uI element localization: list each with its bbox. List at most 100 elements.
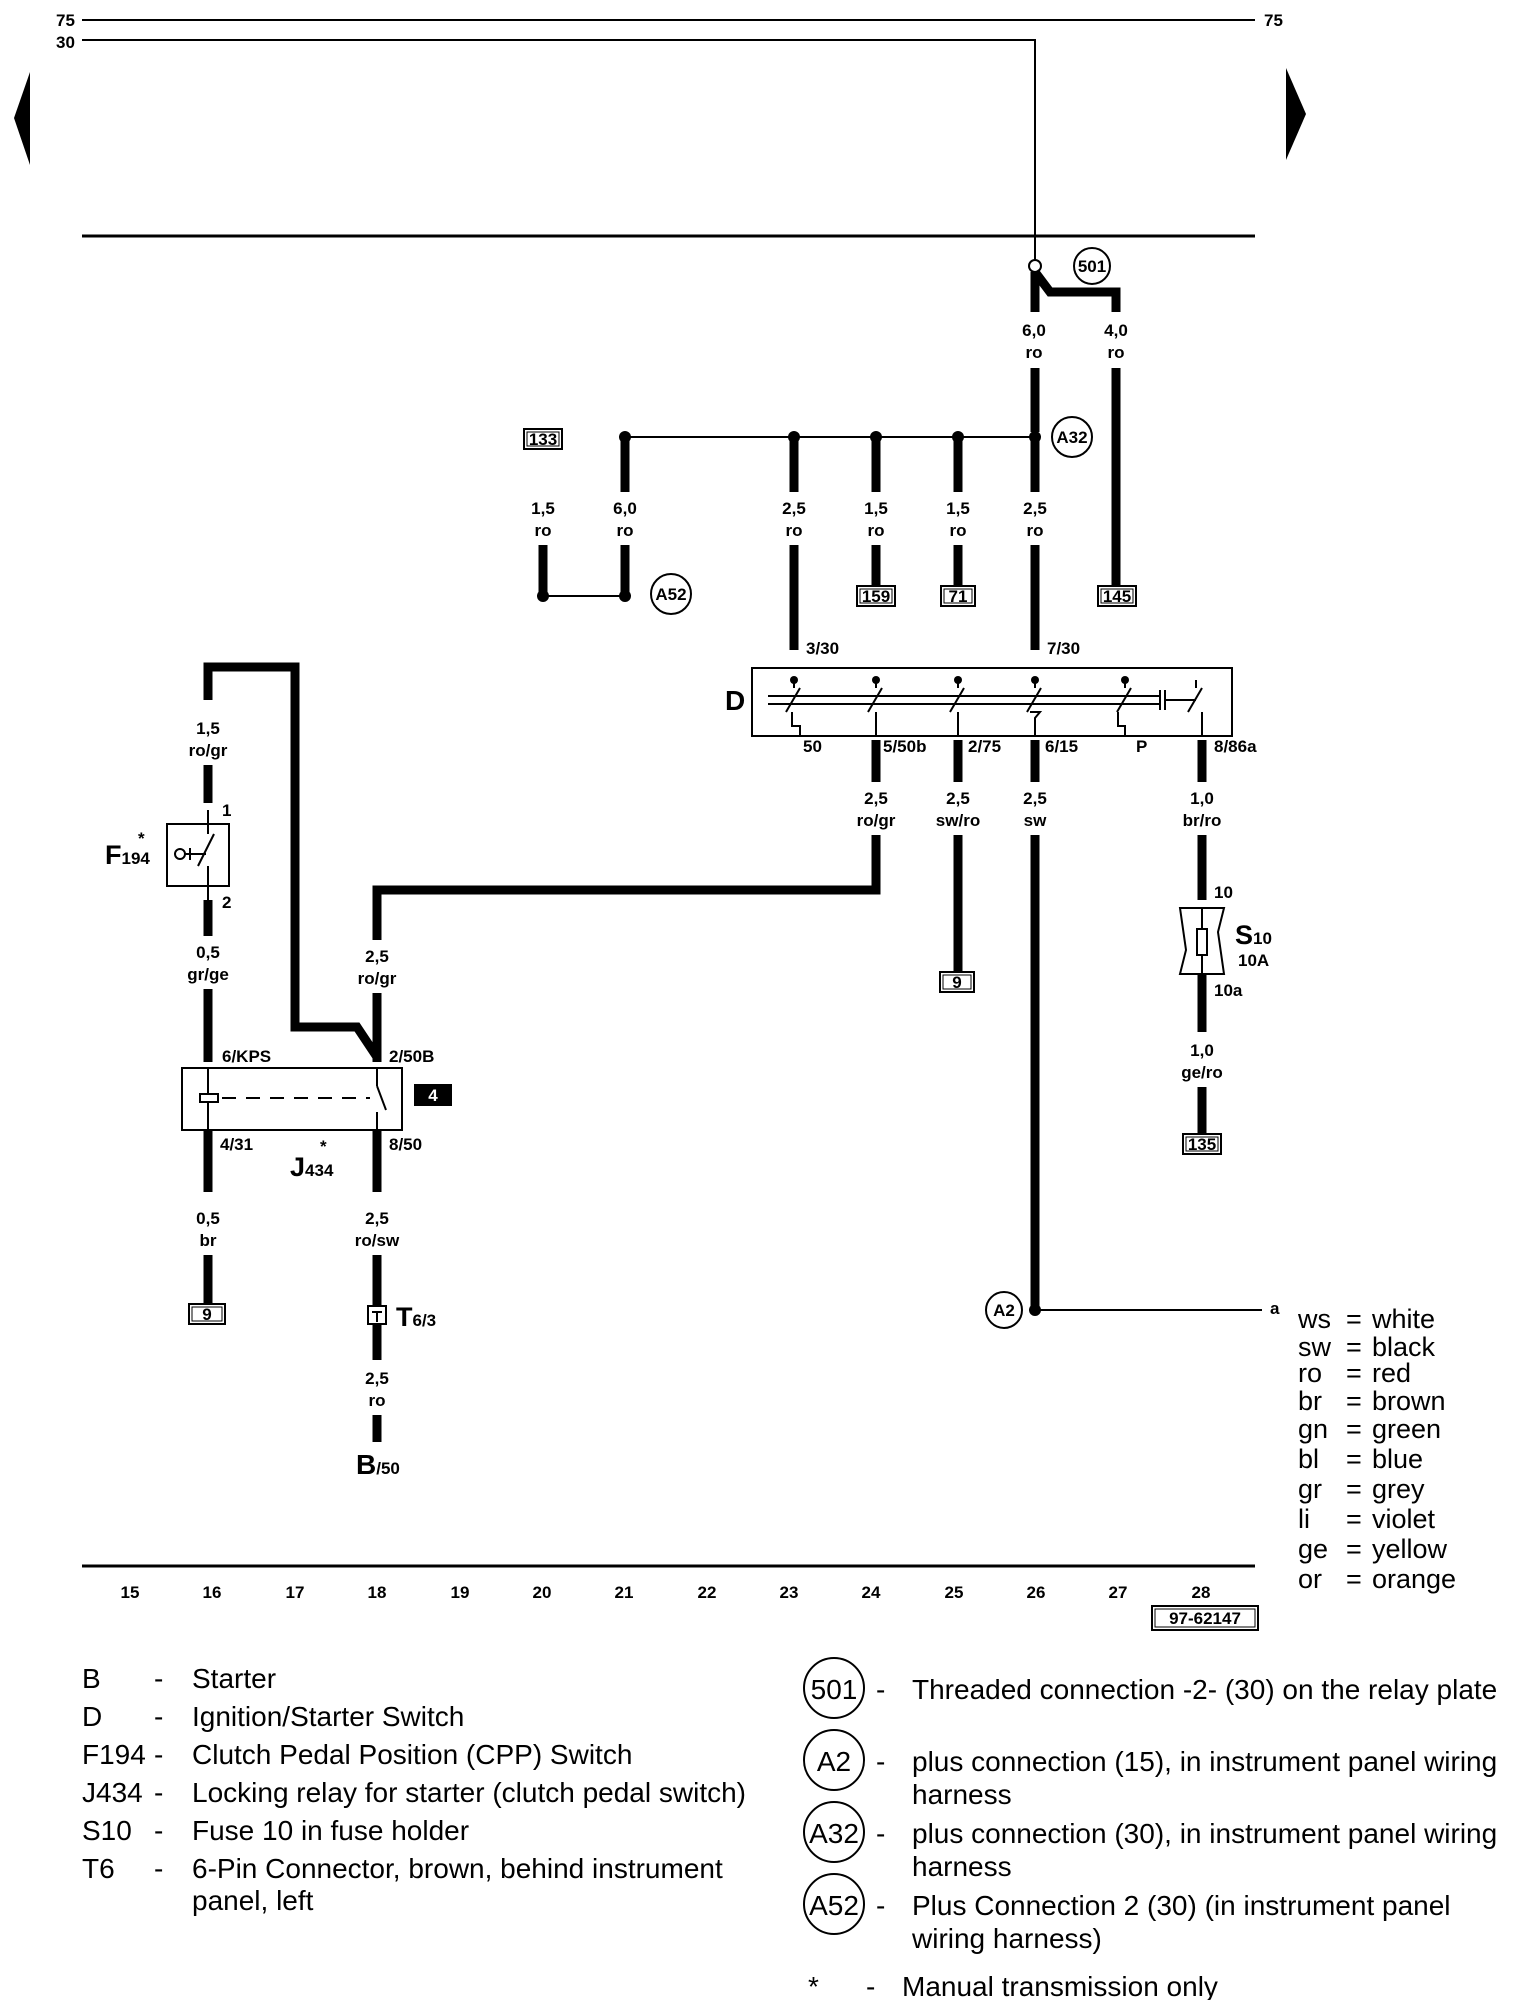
next-page-arrow-icon[interactable] [1286,68,1306,160]
wire-color: br/ro [1183,811,1222,830]
wire-color: sw/ro [936,811,980,830]
svg-text:6-Pin Connector, brown, behind: 6-Pin Connector, brown, behind instrumen… [192,1853,723,1884]
wire-color: ro/gr [189,741,228,760]
svg-text:violet: violet [1372,1504,1436,1534]
circle-a52: A52 [650,573,692,615]
rail-75-label: 75 [56,11,75,30]
svg-text:=: = [1346,1534,1362,1564]
svg-text:97-62147: 97-62147 [1169,1609,1241,1628]
svg-text:D: D [725,685,745,716]
wire-size: 0,5 [196,943,220,962]
connector-t6: T6/3 [367,1302,436,1332]
svg-text:*: * [138,829,145,848]
wire-color: ro [1026,343,1043,362]
pin-label: a [1270,1299,1280,1318]
box-9: 9 [939,971,975,993]
wire-color: ro [950,521,967,540]
wire-size: 0,5 [196,1209,220,1228]
clutch-pedal-switch-f194: F194 * [105,810,230,900]
svg-text:135: 135 [1188,1135,1216,1154]
wire-color: gr/ge [187,965,229,984]
svg-text:=: = [1346,1474,1362,1504]
footnote: * - Manual transmission only [808,1971,1218,2000]
svg-text:27: 27 [1109,1583,1128,1602]
svg-text:br: br [1298,1386,1322,1416]
rail-30-label: 30 [56,33,75,52]
wire-size: 1,5 [196,719,220,738]
svg-text:plus connection (30), in instr: plus connection (30), in instrument pane… [912,1818,1497,1849]
previous-page-arrow-icon[interactable] [14,72,30,165]
svg-text:brown: brown [1372,1386,1446,1416]
svg-text:28: 28 [1192,1583,1211,1602]
svg-text:-: - [154,1815,163,1846]
svg-text:-: - [876,1746,885,1777]
svg-text:A32: A32 [1056,428,1087,447]
wire-size: 2,5 [946,789,970,808]
wire-color: ro [369,1391,386,1410]
svg-text:23: 23 [780,1583,799,1602]
pin-label: 8/86a [1214,737,1257,756]
svg-text:Ignition/Starter Switch: Ignition/Starter Switch [192,1701,464,1732]
wire-size: 2,5 [365,1369,389,1388]
svg-text:bl: bl [1298,1444,1319,1474]
svg-text:blue: blue [1372,1444,1423,1474]
svg-text:plus connection (15), in instr: plus connection (15), in instrument pane… [912,1746,1497,1777]
svg-text:16: 16 [203,1583,222,1602]
component-key: B-Starter D-Ignition/Starter Switch F194… [82,1663,746,1916]
circle-a2: A2 [985,1291,1023,1329]
pin-label: 1 [222,801,231,820]
svg-text:T6: T6 [82,1853,115,1884]
svg-text:A2: A2 [993,1301,1015,1320]
svg-text:Clutch Pedal Position (CPP) Sw: Clutch Pedal Position (CPP) Switch [192,1739,632,1770]
svg-text:501: 501 [811,1674,858,1705]
svg-text:Starter: Starter [192,1663,276,1694]
wire-size: 4,0 [1104,321,1128,340]
svg-text:yellow: yellow [1372,1534,1448,1564]
wire-size: 1,0 [1190,1041,1214,1060]
svg-text:harness: harness [912,1779,1012,1810]
svg-text:A52: A52 [655,585,686,604]
wire-size: 2,5 [782,499,806,518]
box-4: 4 [414,1084,452,1106]
svg-text:A2: A2 [817,1746,851,1777]
svg-text:Threaded connection -2- (30) o: Threaded connection -2- (30) on the rela… [912,1674,1497,1705]
svg-text:red: red [1372,1358,1411,1388]
circle-501: 501 [1073,247,1111,285]
pin-label: 10a [1214,981,1243,1000]
svg-text:F194: F194 [82,1739,146,1770]
ignition-starter-switch-d: D [725,667,1233,737]
svg-text:-: - [876,1818,885,1849]
svg-text:harness: harness [912,1851,1012,1882]
box-145: 145 [1097,585,1137,607]
box-133: 133 [523,428,563,450]
svg-text:-: - [866,1971,875,2000]
j434-star: * [320,1137,327,1156]
svg-text:=: = [1346,1386,1362,1416]
svg-text:wiring harness): wiring harness) [911,1923,1102,1954]
pin-label: 2/50B [389,1047,434,1066]
svg-text:gr: gr [1298,1474,1322,1504]
svg-text:li: li [1298,1504,1310,1534]
svg-text:-: - [876,1674,885,1705]
svg-text:9: 9 [202,1305,211,1324]
svg-text:S10: S10 [82,1815,132,1846]
svg-text:=: = [1346,1304,1362,1334]
wire-color: ge/ro [1181,1063,1223,1082]
rail-75-right-label: 75 [1264,11,1283,30]
svg-text:-: - [154,1739,163,1770]
svg-text:26: 26 [1027,1583,1046,1602]
wire-size: 6,0 [1022,321,1046,340]
pin-label: 10 [1214,883,1233,902]
svg-text:A32: A32 [809,1818,859,1849]
svg-text:Locking relay for starter (clu: Locking relay for starter (clutch pedal … [192,1777,746,1808]
wire-color: ro/gr [358,969,397,988]
starter-b-label: B/50 [356,1449,400,1480]
svg-text:20: 20 [533,1583,552,1602]
wire-size: 2,5 [365,947,389,966]
svg-text:10A: 10A [1238,951,1269,970]
fuse-s10: S10 10A [1178,907,1272,975]
svg-text:B: B [82,1663,101,1694]
svg-text:J434: J434 [82,1777,143,1808]
wire-color: ro/sw [355,1231,400,1250]
pin-label: 6/15 [1045,737,1078,756]
